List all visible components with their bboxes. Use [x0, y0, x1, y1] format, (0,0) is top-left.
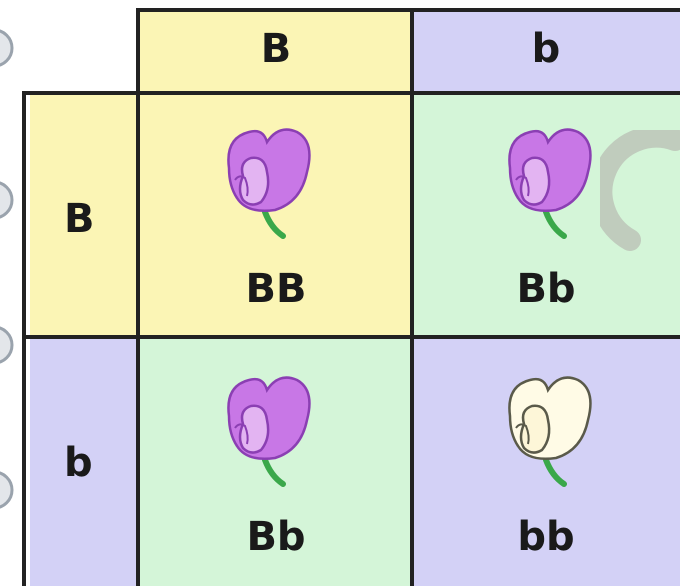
binder-hole	[0, 182, 12, 218]
binder-hole	[0, 30, 12, 66]
purple-flower-icon	[486, 120, 606, 240]
grid-line	[22, 335, 680, 339]
binder-hole	[0, 327, 12, 363]
watermark-arc	[600, 130, 680, 270]
row-header-label: b	[26, 440, 140, 486]
grid-line	[22, 91, 26, 586]
white-flower-icon	[486, 368, 606, 488]
genotype-label: bb	[412, 514, 680, 560]
row-header-label: B	[26, 196, 140, 242]
genotype-label: Bb	[412, 266, 680, 312]
genotype-label: BB	[140, 266, 412, 312]
column-header-label: b	[412, 26, 680, 72]
purple-flower-icon	[205, 368, 325, 488]
genotype-label: Bb	[140, 514, 412, 560]
column-header-label: B	[140, 26, 412, 72]
grid-line	[136, 8, 680, 12]
purple-flower-icon	[205, 120, 325, 240]
binder-hole	[0, 472, 12, 508]
grid-line	[22, 91, 680, 95]
